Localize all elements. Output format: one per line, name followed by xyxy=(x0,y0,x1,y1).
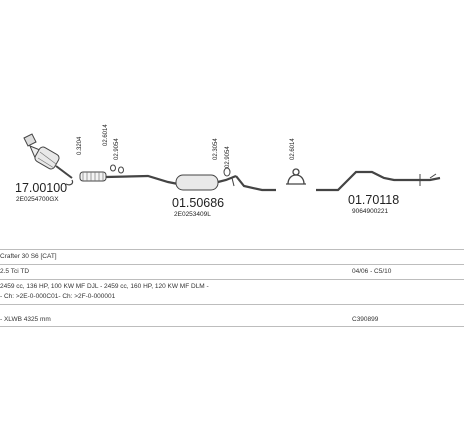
vehicle-model: Crafter 30 S6 [CAT] xyxy=(0,253,57,260)
rear-clamp-drawing xyxy=(286,168,306,185)
exhaust-diagram: 17.00100 2E0254700GX 0.3204 02.6014 02.9… xyxy=(15,124,441,218)
wheelbase: - XLWB 4325 mm xyxy=(0,316,51,323)
cat-part-number: 17.00100 xyxy=(15,181,67,195)
engine-specs: 2459 cc, 136 HP, 100 KW MF DJL - 2459 cc… xyxy=(0,283,209,290)
set-code: C390899 xyxy=(352,316,379,323)
rear-silencer-subnumber: 9064900221 xyxy=(352,208,389,215)
rear-clamp-number: 02.6014 xyxy=(290,138,296,160)
engine-type: 2.5 Tci TD xyxy=(0,268,30,275)
rear-silencer-number: 01.70118 xyxy=(348,193,399,207)
front-pipe-drawing xyxy=(79,164,179,186)
middle-silencer-subnumber: 2E0253409L xyxy=(174,211,211,218)
catalytic-converter-drawing xyxy=(23,133,74,186)
middle-clamp-number-1: 02.3054 xyxy=(213,138,219,160)
middle-clamp-number-2: 02.9054 xyxy=(225,146,231,168)
middle-silencer-drawing xyxy=(175,167,276,192)
cat-part-subnumber: 2E0254700GX xyxy=(16,196,59,203)
cat-clamp-number-3: 02.9054 xyxy=(114,138,120,160)
cat-clamp-number-1: 0.3204 xyxy=(77,136,83,155)
cat-clamp-number-2: 02.6014 xyxy=(103,124,109,146)
rear-silencer-drawing xyxy=(316,170,441,192)
chassis-range: - Ch: >2E-0-000C01- Ch: >2F-0-000001 xyxy=(0,293,116,300)
middle-silencer-number: 01.50686 xyxy=(172,196,224,210)
production-years: 04/06 - C5/10 xyxy=(352,268,392,275)
